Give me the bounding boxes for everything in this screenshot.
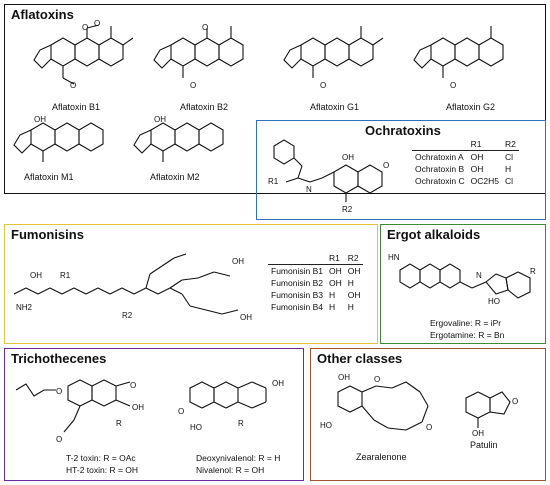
ergot-structure: HN N HO R: [388, 253, 536, 306]
nivalenol-label: Nivalenol: R = OH: [196, 465, 265, 475]
svg-text:HN: HN: [388, 253, 400, 262]
svg-text:R2: R2: [122, 311, 133, 320]
aflatoxin-m2-label: Aflatoxin M2: [150, 172, 200, 182]
aflatoxin-m1-structure: OH: [13, 115, 104, 162]
deoxynivalenol-label: Deoxynivalenol: R = H: [196, 453, 281, 463]
svg-text:R: R: [238, 419, 244, 428]
aflatoxins-title: Aflatoxins: [11, 7, 74, 22]
svg-text:O: O: [450, 81, 456, 90]
svg-text:OH: OH: [342, 153, 354, 162]
svg-text:NH2: NH2: [16, 303, 33, 312]
svg-text:O: O: [56, 435, 62, 444]
svg-text:O: O: [56, 387, 62, 396]
zearalenone-structure: OH HO O O: [320, 373, 432, 432]
svg-text:O: O: [82, 23, 88, 32]
aflatoxin-g2-structure: O: [413, 26, 504, 90]
svg-text:N: N: [306, 185, 312, 194]
ergovaline-label: Ergovaline: R = iPr: [430, 318, 502, 328]
svg-text:O: O: [383, 161, 389, 170]
ochratoxin-structure: R1N OH R2 O: [268, 139, 389, 214]
aflatoxin-g1-structure: O: [283, 26, 384, 90]
svg-text:OH: OH: [132, 403, 144, 412]
deoxynivalenol-structure: OH O HO R: [178, 379, 284, 432]
svg-text:O: O: [202, 23, 208, 32]
svg-text:OH: OH: [338, 373, 350, 382]
aflatoxin-m2-structure: OH: [133, 115, 224, 162]
svg-text:R2: R2: [342, 205, 353, 214]
other-panel: Other classes: [310, 348, 546, 481]
aflatoxin-g2-label: Aflatoxin G2: [446, 102, 496, 112]
aflatoxin-g1-label: Aflatoxin G1: [310, 102, 360, 112]
fumonisins-panel: Fumonisins: [4, 224, 378, 344]
ergot-title: Ergot alkaloids: [387, 227, 481, 242]
patulin-label: Patulin: [470, 440, 498, 450]
svg-text:O: O: [178, 407, 184, 416]
svg-text:O: O: [190, 81, 196, 90]
trichothecenes-title: Trichothecenes: [11, 351, 107, 366]
aflatoxin-m1-label: Aflatoxin M1: [24, 172, 74, 182]
ergot-panel: Ergot alkaloids: [380, 224, 546, 344]
svg-text:OH: OH: [472, 429, 484, 438]
other-title: Other classes: [317, 351, 403, 366]
svg-text:HO: HO: [190, 423, 202, 432]
svg-text:O: O: [70, 81, 76, 90]
svg-text:R: R: [116, 419, 122, 428]
t2-toxin-structure: O O OH R O: [15, 379, 144, 444]
svg-text:HO: HO: [488, 297, 500, 306]
svg-text:OH: OH: [34, 115, 46, 124]
svg-text:O: O: [512, 397, 518, 406]
svg-text:OH: OH: [232, 257, 244, 266]
svg-text:HO: HO: [320, 421, 332, 430]
svg-text:OH: OH: [272, 379, 284, 388]
t2-toxin-label: T-2 toxin: R = OAc: [66, 453, 136, 463]
ergotamine-label: Ergotamine: R = Bn: [430, 330, 505, 340]
svg-text:O: O: [374, 375, 380, 384]
svg-text:R: R: [530, 267, 536, 276]
svg-text:OH: OH: [154, 115, 166, 124]
svg-text:O: O: [426, 423, 432, 432]
svg-text:OH: OH: [240, 313, 252, 322]
svg-text:OH: OH: [30, 271, 42, 280]
svg-text:O: O: [130, 381, 136, 390]
aflatoxins-panel: Aflatoxins: [4, 4, 546, 194]
ht2-toxin-label: HT-2 toxin: R = OH: [66, 465, 139, 475]
zearalenone-label: Zearalenone: [356, 452, 407, 462]
ochratoxins-panel: Ochratoxins: [256, 120, 546, 220]
trichothecenes-panel: Trichothecenes: [4, 348, 304, 481]
svg-text:N: N: [476, 271, 482, 280]
aflatoxin-b1-label: Aflatoxin B1: [52, 102, 101, 112]
svg-text:O: O: [320, 81, 326, 90]
aflatoxin-b2-structure: OO: [153, 23, 244, 90]
svg-text:R1: R1: [60, 271, 71, 280]
ochratoxins-title: Ochratoxins: [365, 123, 441, 138]
svg-text:R1: R1: [268, 177, 279, 186]
patulin-structure: O OH: [465, 391, 518, 438]
aflatoxin-b2-label: Aflatoxin B2: [180, 102, 229, 112]
svg-text:O: O: [94, 19, 100, 28]
fumonisins-title: Fumonisins: [11, 227, 84, 242]
